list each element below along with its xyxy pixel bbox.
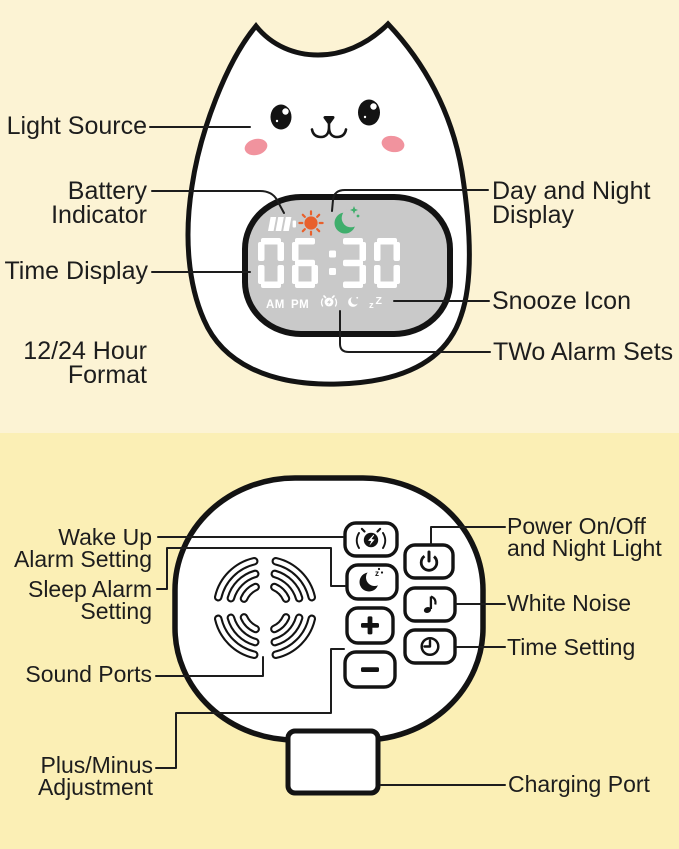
- leader-battery-indicator: [151, 190, 285, 214]
- leader-sleep-alarm: [156, 547, 346, 590]
- label-snooze-icon: Snooze Icon: [492, 287, 631, 315]
- sleep-z-glyph: z: [375, 569, 379, 578]
- time-display-digits: [258, 238, 400, 288]
- clock-icon: [420, 636, 440, 657]
- label-sound-ports: Sound Ports: [25, 661, 152, 687]
- am-indicator: AM: [266, 299, 285, 311]
- label-time-setting: Time Setting: [507, 634, 636, 660]
- leader-sound-ports: [155, 656, 264, 677]
- charging-port: [285, 728, 381, 796]
- left-cheek: [244, 138, 268, 156]
- label-white-noise: White Noise: [507, 590, 631, 616]
- label-sleep-alarm: Sleep Alarm Setting: [27, 576, 152, 624]
- label-day-night: Day and Night Display: [492, 177, 651, 229]
- display-indicator-row: AM PM z Z: [266, 295, 383, 311]
- right-cheek: [381, 135, 405, 153]
- speaker-grille: [213, 556, 317, 660]
- battery-icon: [268, 217, 296, 231]
- label-wake-up-alarm: Wake Up Alarm Setting: [13, 524, 152, 572]
- label-light-source: Light Source: [6, 112, 147, 140]
- snooze-zz-indicator-big: Z: [376, 295, 383, 307]
- sleep-moon-icon: z: [359, 567, 384, 592]
- pm-indicator: PM: [291, 299, 309, 311]
- leader-day-night: [331, 189, 489, 212]
- snooze-zz-indicator: z: [369, 300, 374, 311]
- alarm-indicator-icon: [320, 295, 338, 307]
- ringing-alarm-icon: [355, 527, 387, 549]
- label-time-display: Time Display: [4, 257, 148, 285]
- back-view-diagram: z: [155, 475, 506, 796]
- front-view-diagram: AM PM z Z: [149, 20, 491, 387]
- leader-power: [430, 526, 506, 545]
- music-note-icon: [423, 595, 437, 613]
- moon-night-icon: [334, 206, 361, 234]
- power-icon: [419, 550, 439, 572]
- leader-plus-minus: [155, 648, 345, 769]
- left-eye: [270, 104, 292, 130]
- cat-face: [244, 99, 405, 156]
- right-eye: [358, 99, 380, 126]
- label-charging-port: Charging Port: [508, 771, 650, 797]
- sun-icon: [298, 210, 324, 236]
- leader-two-alarm: [339, 310, 491, 353]
- label-plus-minus: Plus/Minus Adjustment: [37, 752, 153, 800]
- minus-icon: [361, 667, 379, 672]
- nose: [323, 116, 335, 125]
- mouth: [310, 122, 348, 139]
- label-power: Power On/Off and Night Light: [507, 513, 662, 561]
- label-battery-indicator: Battery Indicator: [51, 177, 147, 229]
- label-two-alarm-sets: TWo Alarm Sets: [493, 338, 674, 366]
- sleep-indicator-icon: [348, 296, 360, 307]
- label-hour-format: 12/24 Hour Format: [23, 337, 147, 389]
- plus-icon: [361, 616, 379, 635]
